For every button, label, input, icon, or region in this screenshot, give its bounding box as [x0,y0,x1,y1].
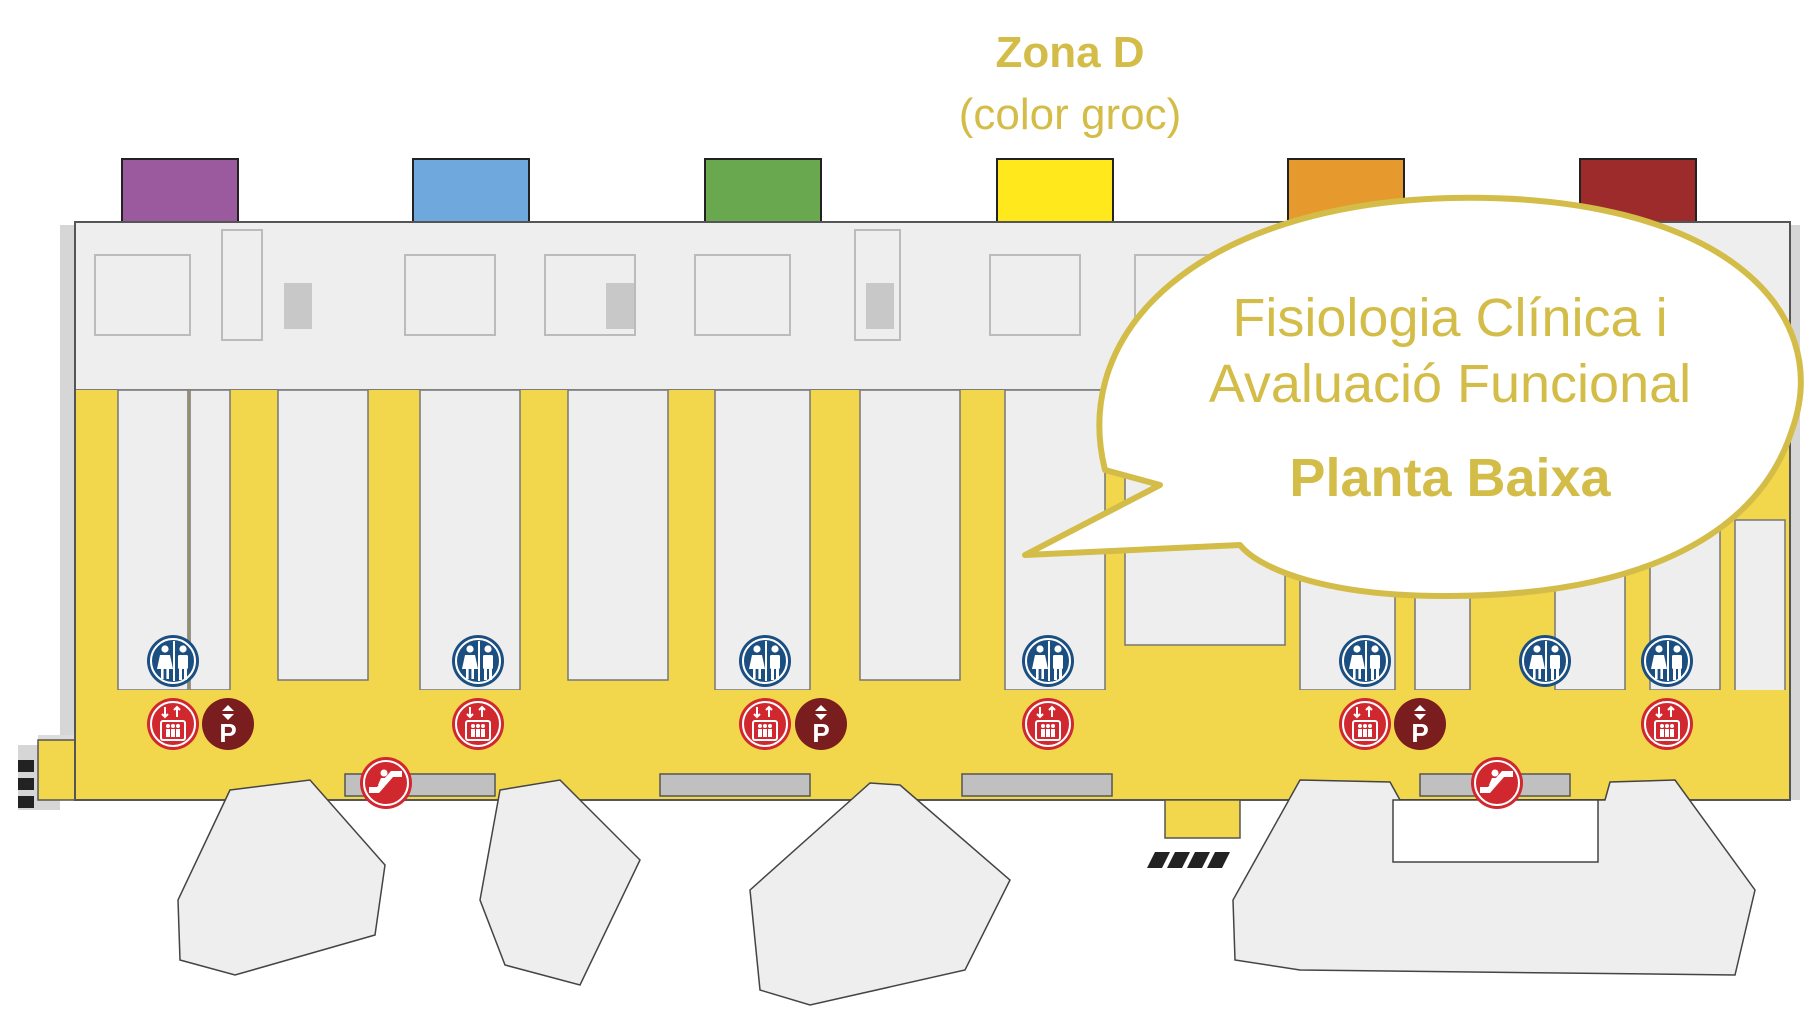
callout-department-line2: Avaluació Funcional [1208,354,1692,414]
zone-name: Zona D [995,28,1145,77]
grey-block [606,283,634,329]
toilets-icon [1021,634,1075,688]
toilets-icon [146,634,200,688]
grey-block [284,283,312,329]
parking-icon [795,698,847,750]
toilets-icon [1640,634,1694,688]
escalator-icon [359,756,413,810]
toilets-icon [738,634,792,688]
callout-floor-label: Planta Baixa [1289,448,1611,508]
zone-tab-a [121,158,239,224]
parking-icon [202,698,254,750]
zone-tab-c [704,158,822,224]
zone-color-tabs [121,158,1697,224]
grey-block [866,283,894,329]
elevator-icon [1338,697,1392,751]
callout-bubble [1022,194,1804,600]
elevator-icon [1021,697,1075,751]
toilets-icon [1518,634,1572,688]
callout-department-line1: Fisiologia Clínica i [1232,288,1668,348]
zone-tab-b [412,158,530,224]
elevator-icon [738,697,792,751]
elevator-icon [1640,697,1694,751]
toilets-icon [1338,634,1392,688]
zone-subtitle: (color groc) [958,90,1182,139]
toilets-icon [451,634,505,688]
parking-icon [1394,698,1446,750]
elevator-icon [146,697,200,751]
elevator-icon [451,697,505,751]
escalator-icon [1470,756,1524,810]
zone-tab-d [996,158,1114,224]
